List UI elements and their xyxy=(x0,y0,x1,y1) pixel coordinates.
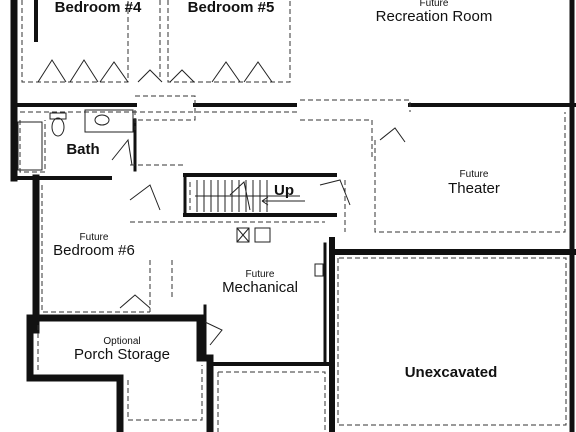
bedroom-6-label: Bedroom #6 xyxy=(53,242,135,259)
fixtures xyxy=(17,109,324,277)
bedroom-4-label: Bedroom #4 xyxy=(55,0,142,16)
bedroom-5-label: Bedroom #5 xyxy=(188,0,275,16)
exterior-walls xyxy=(10,0,576,432)
porch-storage-label: Porch Storage xyxy=(74,346,170,363)
mechanical-label: Mechanical xyxy=(222,279,298,296)
sink-icon xyxy=(94,114,110,126)
unexcavated-label: Unexcavated xyxy=(405,364,498,381)
bathtub xyxy=(17,121,43,171)
recreation-room-label: Recreation Room xyxy=(376,8,493,25)
door-swings xyxy=(37,59,406,346)
stair-run xyxy=(195,180,305,212)
toilet xyxy=(51,117,65,137)
vanity xyxy=(84,109,134,133)
dashed-outlines xyxy=(19,0,567,432)
bedroom-6-tag: Future xyxy=(80,232,109,243)
mechanical-tag: Future xyxy=(246,269,275,280)
recreation-room-tag: Future xyxy=(420,0,449,9)
furnace xyxy=(254,227,271,243)
porch-storage-tag: Optional xyxy=(103,336,140,347)
theater-label: Theater xyxy=(448,180,500,197)
theater-tag: Future xyxy=(460,169,489,180)
water-heater xyxy=(236,227,250,243)
interior-walls xyxy=(12,103,337,366)
bath-label: Bath xyxy=(66,141,99,158)
stairs-up-label: Up xyxy=(274,182,294,199)
